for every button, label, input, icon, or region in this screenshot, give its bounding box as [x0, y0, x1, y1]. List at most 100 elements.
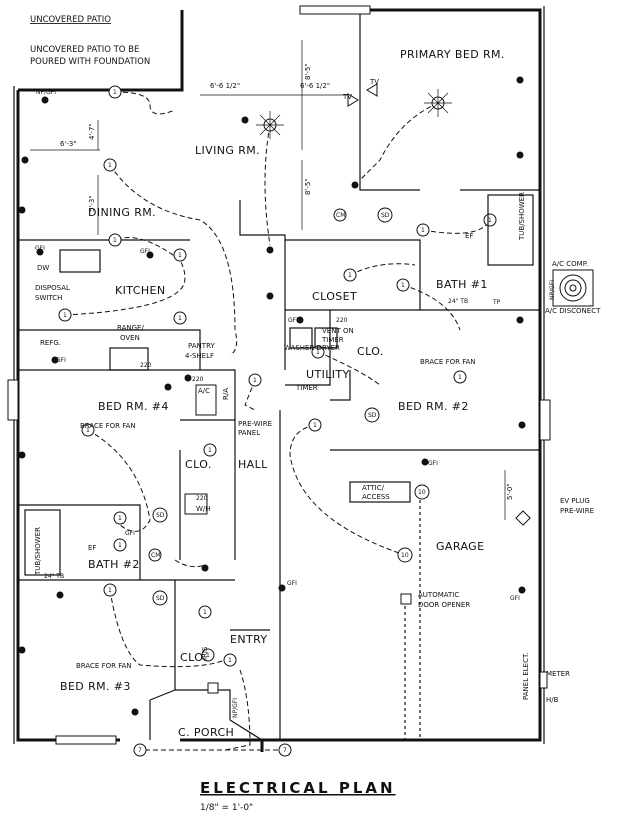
patio-note-line-1: UNCOVERED PATIO TO BE: [30, 45, 139, 55]
outlet-icon: [51, 356, 59, 364]
ev-plug-icon: [515, 510, 531, 526]
outlet-icon: [518, 586, 526, 594]
label-range-1: RANGE/: [117, 324, 144, 332]
label-brace-fan-bed4: BRACE FOR FAN: [80, 422, 136, 430]
meter-icon: [539, 671, 548, 689]
svg-text:1: 1: [203, 609, 207, 616]
label-dw: DW: [37, 264, 49, 272]
smoke-detector-icon: SD: [364, 407, 380, 423]
label-disposal-2: SWITCH: [35, 294, 62, 302]
svg-text:1: 1: [348, 272, 352, 279]
label-attic-1: ATTIC/: [362, 484, 385, 492]
svg-text:1: 1: [108, 162, 112, 169]
label-tp: TP: [492, 299, 501, 306]
outlet-icon: [516, 151, 524, 159]
outlet-icon: [18, 646, 26, 654]
tv-icon: [347, 83, 378, 107]
outlet-icon: [241, 116, 249, 124]
label-timer: TIMER: [295, 384, 318, 392]
dryer-box: [314, 327, 338, 349]
windows: [7, 5, 551, 745]
light-fixture-icon: 1: [453, 370, 467, 384]
label-door-opener-1: AUTOMATIC: [418, 591, 459, 599]
label-220-ac: 220: [192, 376, 204, 383]
room-kitchen: KITCHEN: [115, 284, 165, 297]
room-closet: CLOSET: [312, 290, 357, 303]
plan-title: ELECTRICAL PLAN: [200, 779, 396, 797]
label-ef-bath-1: EF: [465, 232, 473, 240]
label-panel-elect: PANEL ELECT.: [522, 652, 530, 700]
room-entry: ENTRY: [230, 633, 268, 646]
light-fixture-icon: 1: [483, 213, 497, 227]
outlet-icon: [296, 316, 304, 324]
co-monitor-icon: CM: [333, 208, 347, 222]
svg-text:1: 1: [488, 217, 492, 224]
label-vent-2: TIMER: [321, 336, 344, 344]
light-fixture-icon: 1: [81, 423, 95, 437]
outlet-icon: [36, 248, 44, 256]
ac-compressor-icon: [552, 269, 594, 307]
dim-6-3: 6'-3": [60, 140, 77, 148]
tub-shower-2: [24, 509, 61, 576]
label-gfi-garage-1: GFI: [428, 460, 438, 467]
porch-box: [207, 682, 219, 694]
label-tv-1: TV: [369, 78, 379, 86]
light-fixture-icon: 1: [248, 373, 262, 387]
light-fixture-icon: 1: [396, 278, 410, 292]
label-ev-1: EV PLUG: [560, 497, 590, 505]
circuit-wires: [64, 91, 491, 751]
label-attic-2: ACCESS: [362, 493, 390, 501]
label-iris: IRIS: [201, 646, 209, 660]
co-monitor-icon: CM: [148, 548, 162, 562]
outlet-icon: [518, 421, 526, 429]
svg-text:1: 1: [63, 312, 67, 319]
exterior-light-icon: 7: [133, 743, 147, 757]
outlet-icon: [278, 584, 286, 592]
svg-text:SD: SD: [368, 412, 377, 419]
tub-shower-1: [487, 194, 534, 266]
plan-scale: 1/8" = 1'-0": [200, 803, 253, 813]
svg-text:1: 1: [118, 542, 122, 549]
light-fixture-icon: 1: [311, 345, 325, 359]
detectors: SD CM SD SD CM SD 10 10: [148, 207, 430, 606]
light-fixtures: 1 1 1 1 1 1 1 1 1 1 1 1 1 1 1 1 1 1 1 1 …: [58, 85, 497, 667]
svg-text:10: 10: [401, 552, 409, 559]
outlet-icon: [201, 564, 209, 572]
range-box: [109, 347, 149, 371]
exterior-light-icon: 7: [278, 743, 292, 757]
svg-text:7: 7: [283, 747, 287, 754]
light-fixture-icon: 1: [108, 85, 122, 99]
light-fixture-icon: 1: [58, 308, 72, 322]
label-np-gfi-patio: NP/GFI: [36, 89, 56, 96]
room-bed-2: BED RM. #2: [398, 400, 469, 413]
tub-shower-1-label: TUB/SHOWER: [518, 192, 526, 241]
room-bath-2: BATH #2: [88, 558, 140, 571]
light-fixture-icon: 1: [113, 538, 127, 552]
label-hb: H/B: [546, 696, 559, 704]
light-fixture-icon: 1: [173, 311, 187, 325]
svg-text:1: 1: [206, 652, 210, 659]
light-fixture-icon: 1: [173, 248, 187, 262]
label-range-2: OVEN: [120, 334, 140, 342]
dim-5-3: 5'-3": [88, 195, 96, 212]
wh-unit-box: [184, 493, 208, 515]
label-np-gfi-ac: NP/GFI: [549, 280, 556, 300]
interior-walls: [18, 10, 540, 741]
dim-8-5a: 8'-5": [304, 63, 312, 80]
label-220-dryer: 220: [336, 317, 348, 324]
outlet-icon: [41, 96, 49, 104]
outlet-icon: [266, 292, 274, 300]
label-prewire-2: PANEL: [238, 429, 260, 437]
ac-unit-box: [195, 384, 217, 416]
svg-text:1: 1: [86, 427, 90, 434]
outlet-icon: [184, 374, 192, 382]
label-brace-fan-bed2: BRACE FOR FAN: [420, 358, 476, 366]
svg-text:1: 1: [253, 377, 257, 384]
light-fixture-icon: 1: [103, 158, 117, 172]
outlet-icon: [421, 458, 429, 466]
dim-6-6b: 6'-6 1/2": [300, 82, 330, 90]
outlet-icon: [56, 591, 64, 599]
svg-text:1: 1: [118, 515, 122, 522]
dim-5-0: 5'-0": [506, 483, 514, 500]
